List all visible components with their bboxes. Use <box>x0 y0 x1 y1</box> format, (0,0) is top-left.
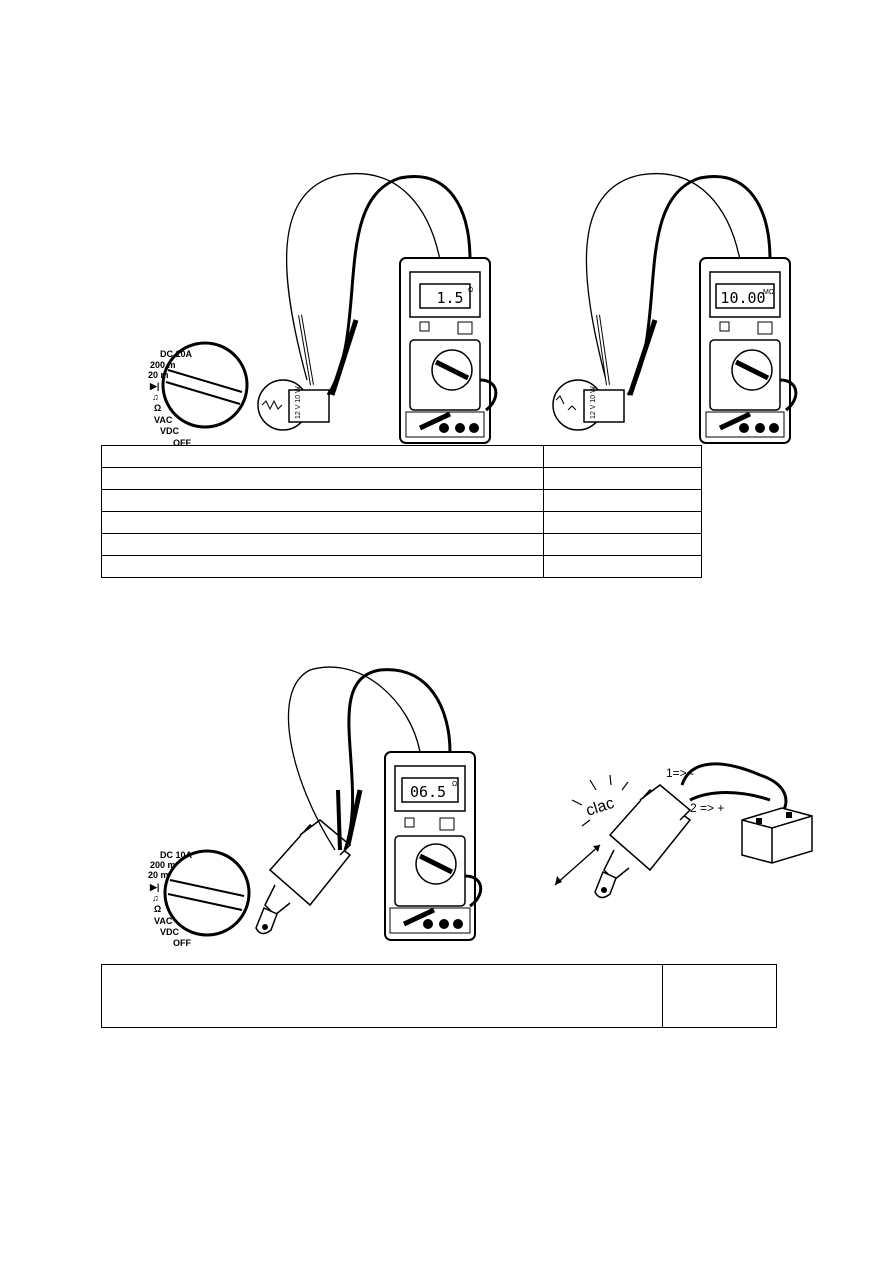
bulb-test-illustration: DC 10A 200 m 20 m ▶| ♫ Ω VAC VDC OFF 12 … <box>148 172 798 448</box>
motion-arrow <box>554 844 601 886</box>
dial-label-diode: ▶| <box>149 381 159 391</box>
table-row <box>101 964 777 1028</box>
wire-label-positive: 2 => + <box>690 801 724 815</box>
result-table-1 <box>101 445 702 578</box>
dial-label-off: OFF <box>173 938 191 948</box>
dial-label-vdc: VDC <box>160 426 180 436</box>
lcd-unit: Ω <box>452 781 457 788</box>
lcd-reading: 1.5 <box>436 289 463 307</box>
bulb-left: 12 V 10 W <box>257 379 330 431</box>
table-row <box>101 489 702 512</box>
table-row <box>101 511 702 534</box>
dial-label-200m: 200 m <box>150 360 176 370</box>
actuator-test-illustration: DC 10A 200 m 20 m ▶| ♫ Ω VAC VDC OFF 06.… <box>148 666 813 948</box>
dial-label-ohm: Ω <box>154 403 161 413</box>
dial-label-20m: 20 m <box>148 870 169 880</box>
lcd-reading: 06.5 <box>410 783 446 801</box>
table-row <box>101 533 702 556</box>
table-row <box>101 555 702 578</box>
battery <box>741 807 813 864</box>
actuator-left <box>255 819 352 935</box>
bulb-rating-label: 12 V 10 W <box>295 386 302 419</box>
bulb-right: 12 V 10 W <box>552 379 625 431</box>
dial-label-vac: VAC <box>154 415 173 425</box>
multimeter-center: 06.5 Ω <box>384 751 483 941</box>
clac-sound-text: clac <box>584 795 616 820</box>
result-table-2 <box>101 964 777 1028</box>
multimeter-right: 10.00 MΩ <box>699 257 798 444</box>
lcd-reading: 10.00 <box>720 289 765 307</box>
dial-label-vdc: VDC <box>160 927 180 937</box>
dial-label-200m: 200 m <box>150 860 176 870</box>
lcd-unit: MΩ <box>763 289 774 296</box>
selector-dial-detail: DC 10A 200 m 20 m ▶| ♫ Ω VAC VDC OFF <box>148 849 251 948</box>
bulb-rating-label: 12 V 10 W <box>590 386 597 419</box>
dial-label-diode: ▶| <box>149 882 159 892</box>
dial-label-dc10a: DC 10A <box>160 850 193 860</box>
dial-label-vac: VAC <box>154 916 173 926</box>
wire-label-negative: 1=> - <box>666 766 694 780</box>
lcd-unit: Ω <box>468 287 473 294</box>
table-row <box>101 467 702 490</box>
dial-label-off: OFF <box>173 438 191 448</box>
selector-dial-detail: DC 10A 200 m 20 m ▶| ♫ Ω VAC VDC OFF <box>148 341 249 448</box>
dial-label-continuity: ♫ <box>152 893 159 903</box>
sound-lines <box>571 774 629 827</box>
table-row <box>101 445 702 468</box>
multimeter-left: 1.5 Ω <box>399 257 498 444</box>
dial-label-20m: 20 m <box>148 370 169 380</box>
dial-label-continuity: ♫ <box>152 392 159 402</box>
dial-label-dc10a: DC 10A <box>160 349 193 359</box>
actuator-right <box>594 784 692 899</box>
dial-label-ohm: Ω <box>154 904 161 914</box>
